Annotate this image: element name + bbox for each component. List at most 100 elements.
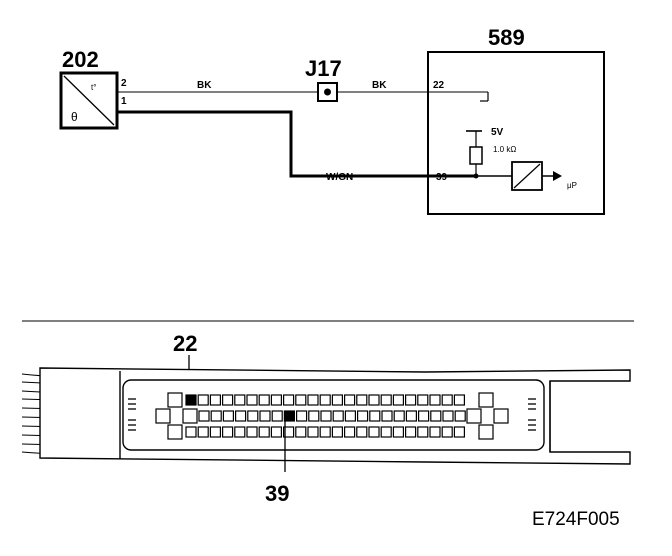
pin-cavity bbox=[258, 394, 270, 406]
pin-cavity bbox=[405, 410, 417, 422]
pin-cavity bbox=[295, 426, 307, 438]
ecu-pin-22: 22 bbox=[433, 80, 445, 91]
supply-voltage: 5V bbox=[491, 127, 504, 138]
pin-cavity bbox=[356, 426, 368, 438]
pin-cavity bbox=[319, 394, 331, 406]
pin-cavity bbox=[222, 410, 234, 422]
signal-wire bbox=[117, 110, 476, 178]
pin-cavity bbox=[369, 410, 381, 422]
pin-cavity bbox=[197, 394, 209, 406]
pin-cavity bbox=[418, 410, 430, 422]
pin-cavity bbox=[210, 410, 222, 422]
large-cavity bbox=[155, 408, 171, 424]
pin-cavity bbox=[234, 394, 246, 406]
pin-cavity bbox=[417, 394, 429, 406]
pin-cavity bbox=[209, 426, 221, 438]
pin-cavity bbox=[453, 426, 465, 438]
pin-cavity bbox=[380, 394, 392, 406]
highlighted-pin bbox=[283, 410, 295, 422]
pin-cavity bbox=[454, 410, 466, 422]
sensor-label: 202 bbox=[62, 47, 99, 72]
junction-label: J17 bbox=[305, 56, 342, 81]
pin-cavity bbox=[368, 426, 380, 438]
pin-cavity bbox=[270, 394, 282, 406]
sensor-pin-1: 1 bbox=[121, 96, 127, 107]
junction-dot bbox=[324, 88, 331, 96]
microprocessor-label: μP bbox=[567, 181, 577, 190]
large-cavity bbox=[167, 392, 183, 408]
pin-cavity bbox=[441, 426, 453, 438]
large-cavity bbox=[478, 392, 494, 408]
pin-cavity bbox=[344, 410, 356, 422]
pin-cavity bbox=[270, 426, 282, 438]
pin-cavity bbox=[319, 426, 331, 438]
sensor-symbol: θ bbox=[71, 110, 78, 124]
pin-cavity bbox=[405, 426, 417, 438]
pin-cavity bbox=[246, 426, 258, 438]
pin-cavity bbox=[283, 426, 295, 438]
highlighted-pin bbox=[185, 394, 197, 406]
pin-cavity bbox=[258, 426, 270, 438]
pin-cavity bbox=[441, 394, 453, 406]
wire-color-left: BK bbox=[197, 80, 212, 91]
large-cavity bbox=[493, 408, 509, 424]
pin-cavity bbox=[247, 410, 259, 422]
figure-reference: E724F005 bbox=[532, 509, 620, 530]
pin-cavity bbox=[381, 410, 393, 422]
connector-ribs bbox=[128, 398, 536, 431]
pin-cavity bbox=[344, 426, 356, 438]
large-cavity bbox=[466, 408, 482, 424]
callout-pin-39: 39 bbox=[265, 481, 289, 506]
pin-cavity bbox=[331, 426, 343, 438]
pin-cavity bbox=[197, 426, 209, 438]
pin-cavity bbox=[295, 394, 307, 406]
pin-cavity bbox=[405, 394, 417, 406]
pin-cavity bbox=[380, 426, 392, 438]
pin-cavity bbox=[271, 410, 283, 422]
pin-array bbox=[155, 392, 509, 440]
pin-cavity bbox=[430, 410, 442, 422]
sensor-pin-2: 2 bbox=[121, 78, 127, 89]
pin-cavity bbox=[246, 394, 258, 406]
pin-cavity bbox=[417, 426, 429, 438]
pin-cavity bbox=[308, 410, 320, 422]
pin-cavity bbox=[368, 394, 380, 406]
large-cavity bbox=[167, 424, 183, 440]
large-cavity bbox=[182, 408, 198, 424]
output-arrow-icon bbox=[553, 171, 562, 181]
sensor-box bbox=[59, 71, 119, 130]
pin-cavity bbox=[296, 410, 308, 422]
pin-cavity bbox=[185, 426, 197, 438]
pin-cavity bbox=[344, 394, 356, 406]
pin-cavity bbox=[356, 394, 368, 406]
ecu-label: 589 bbox=[488, 25, 525, 50]
sensor-corner-mark: t° bbox=[91, 83, 96, 92]
ecu-pin-39: 39 bbox=[436, 172, 448, 183]
pin-cavity bbox=[198, 410, 210, 422]
resistor-value: 1.0 kΩ bbox=[493, 145, 516, 154]
wire-color-right: BK bbox=[372, 80, 387, 91]
adc-diagonal bbox=[513, 163, 541, 189]
pin-cavity bbox=[392, 426, 404, 438]
pin-cavity bbox=[283, 394, 295, 406]
pin-cavity bbox=[259, 410, 271, 422]
pin-cavity bbox=[429, 394, 441, 406]
pin-cavity bbox=[222, 426, 234, 438]
pin-cavity bbox=[357, 410, 369, 422]
pin-cavity bbox=[442, 410, 454, 422]
pin-cavity bbox=[234, 426, 246, 438]
callout-pin-22: 22 bbox=[173, 331, 197, 356]
pin-cavity bbox=[393, 410, 405, 422]
pin-cavity bbox=[235, 410, 247, 422]
pin-cavity bbox=[332, 410, 344, 422]
pin-cavity bbox=[429, 426, 441, 438]
pin-cavity bbox=[222, 394, 234, 406]
pin-cavity bbox=[307, 426, 319, 438]
pullup-resistor bbox=[469, 146, 483, 165]
large-cavity bbox=[478, 424, 494, 440]
ecu-box bbox=[427, 51, 605, 215]
pin-cavity bbox=[331, 394, 343, 406]
wire-color-signal: W/GN bbox=[326, 172, 353, 183]
pin-cavity bbox=[320, 410, 332, 422]
